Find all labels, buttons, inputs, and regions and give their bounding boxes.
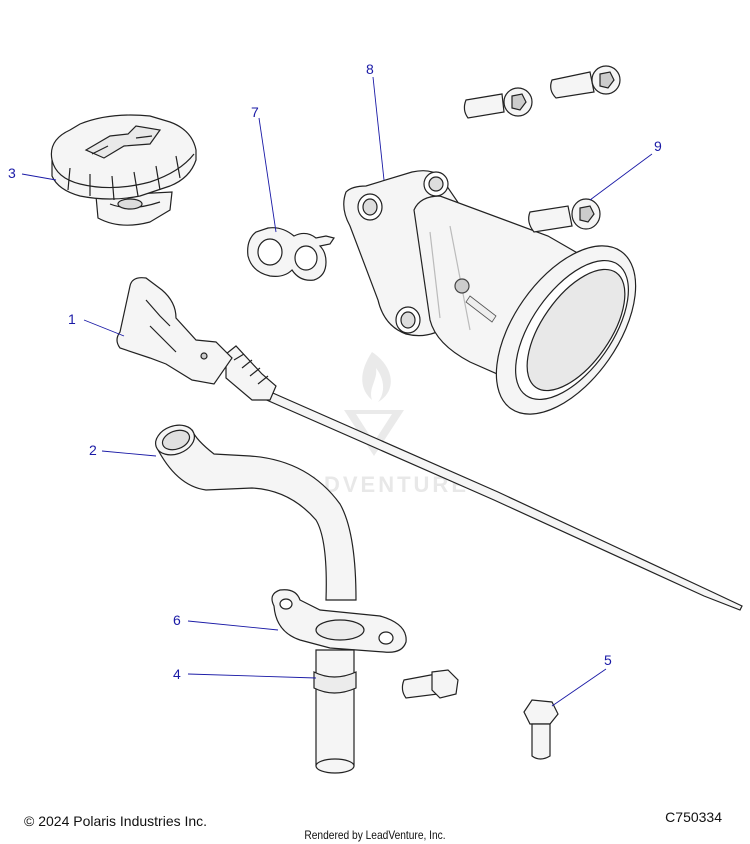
- part-5-bolts[interactable]: [401, 669, 559, 760]
- part-1-dipstick[interactable]: [116, 277, 743, 611]
- callout-6[interactable]: 6: [173, 612, 181, 628]
- leader-line-4: [187, 673, 317, 679]
- callout-9[interactable]: 9: [654, 138, 662, 154]
- part-4-lower-tube[interactable]: [313, 649, 357, 774]
- leader-line-1: [83, 319, 125, 337]
- part-8-filler-housing[interactable]: [343, 170, 664, 439]
- callout-2[interactable]: 2: [89, 442, 97, 458]
- callout-numbers: 1 2 3 4 5 6 7 8 9: [8, 61, 662, 682]
- leader-line-8: [372, 76, 385, 181]
- part-3-oil-filler-cap[interactable]: [50, 114, 197, 226]
- rendered-by-text: Rendered by LeadVenture, Inc.: [304, 828, 446, 842]
- callout-7[interactable]: 7: [251, 104, 259, 120]
- leader-line-9: [589, 153, 653, 201]
- part-7-gasket[interactable]: [247, 227, 335, 281]
- part-6-flange[interactable]: [271, 589, 407, 653]
- leader-line-5: [551, 668, 607, 707]
- leader-line-7: [258, 117, 277, 233]
- callout-5[interactable]: 5: [604, 652, 612, 668]
- callout-3[interactable]: 3: [8, 165, 16, 181]
- copyright-text: © 2024 Polaris Industries Inc.: [24, 813, 208, 829]
- part-9-bolts[interactable]: [463, 65, 621, 233]
- leader-line-6: [187, 620, 279, 631]
- watermark-flame-icon: [362, 352, 391, 402]
- watermark-chevron-icon: [344, 410, 404, 456]
- callout-4[interactable]: 4: [173, 666, 181, 682]
- diagram-code: C750334: [665, 809, 722, 825]
- callout-1[interactable]: 1: [68, 311, 76, 327]
- part-2-upper-tube[interactable]: [151, 420, 357, 601]
- leader-lines: [21, 76, 653, 707]
- leader-line-2: [101, 450, 157, 457]
- callout-8[interactable]: 8: [366, 61, 374, 77]
- leader-line-3: [21, 173, 57, 181]
